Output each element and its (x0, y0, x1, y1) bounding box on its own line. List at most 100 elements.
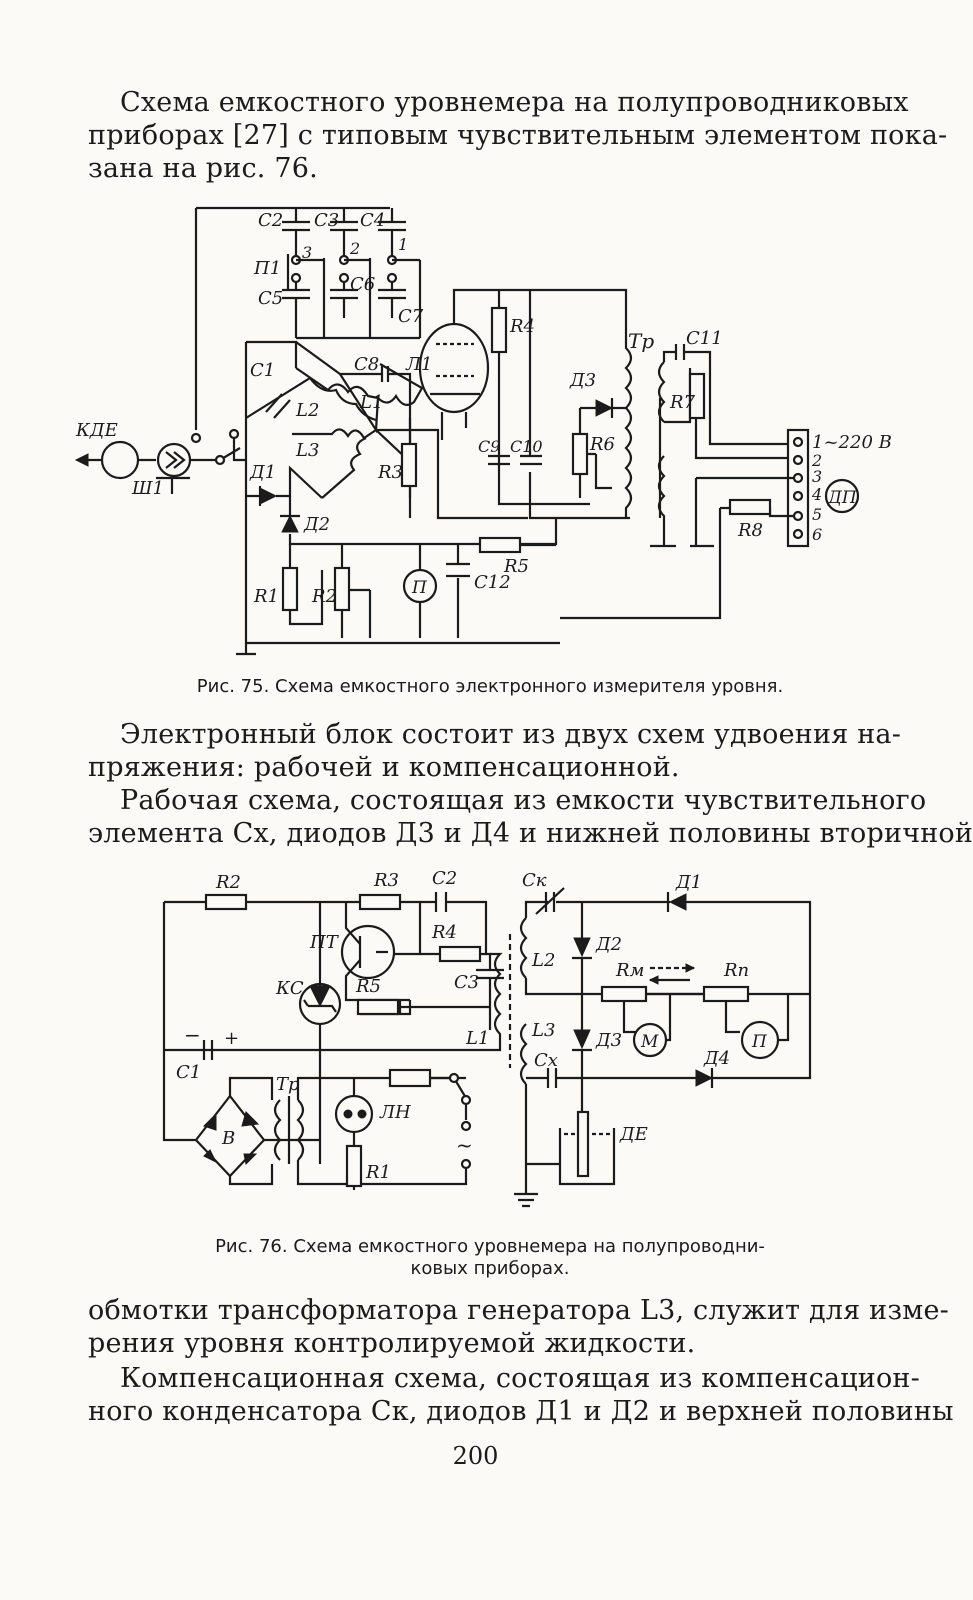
label-c5: C5 (258, 288, 283, 309)
label-d2: Д2 (303, 514, 330, 535)
label-dp: ДП (827, 488, 858, 508)
figure-76-schematic: R2 КС R3 ПТ C2 R4 C3 R5 L1 − + C1 (162, 868, 812, 1208)
motor-m (632, 1022, 668, 1058)
label-de: ДЕ (619, 1124, 648, 1145)
kde-sensor (100, 440, 140, 480)
figure-76-caption: Рис. 76. Схема емкостного уровнемера на … (120, 1236, 860, 1280)
label-ac: ~ (456, 1133, 473, 1157)
text-line: пряжения: рабочей и компенсационной. (88, 752, 680, 783)
label-l3: L3 (295, 440, 319, 461)
label-l1: L1 (359, 392, 383, 413)
label-ln: ЛН (379, 1102, 411, 1123)
lamp-ln (334, 1094, 374, 1134)
caption-line: ковых приборах. (410, 1258, 570, 1279)
label-pt: ПТ (309, 932, 340, 953)
capacitor-bank (282, 208, 422, 340)
label-c6: C6 (350, 274, 375, 295)
label-c1: C1 (176, 1062, 201, 1083)
label-ks: КС (275, 978, 304, 999)
resistor-r1 (345, 1144, 363, 1188)
resistor-r8 (728, 498, 772, 516)
label-c11: C11 (686, 328, 723, 349)
text-line: ного конденсатора Cк, диодов Д1 и Д2 и в… (88, 1396, 954, 1427)
dp-motor-symbol (824, 478, 860, 514)
label-r4: R4 (431, 922, 457, 943)
label-r6: R6 (589, 434, 615, 455)
label-t1: 1~220 В (812, 432, 892, 453)
text-line: обмотки трансформатора генератора L3, сл… (88, 1295, 949, 1326)
resistor-r2 (204, 893, 248, 911)
label-t5: 5 (812, 505, 822, 524)
potentiometer-rm (600, 985, 648, 1003)
label-r4: R4 (509, 316, 535, 337)
sensing-electrode (576, 1110, 590, 1178)
label-sh1: Ш1 (131, 478, 164, 499)
label-r3: R3 (373, 870, 399, 891)
text-line: Схема емкостного уровнемера на полупрово… (120, 87, 909, 118)
label-r1: R1 (365, 1162, 391, 1183)
label-tr: Тр (628, 329, 654, 353)
resistor-r3 (358, 893, 402, 911)
book-page: Схема емкостного уровнемера на полупрово… (74, 86, 973, 1470)
text-line: Рабочая схема, состоящая из емкости чувс… (120, 785, 927, 816)
resistor-r1 (281, 566, 299, 612)
label-rp: Rп (723, 960, 749, 981)
label-minus: − (184, 1023, 201, 1047)
label-r8: R8 (737, 520, 763, 541)
text-line: Компенсационная схема, состоящая из комп… (120, 1363, 920, 1394)
resistor-r6 (571, 432, 589, 476)
vessel (558, 1128, 616, 1186)
label-r7: R7 (669, 392, 696, 413)
resistor-r4 (490, 306, 508, 354)
label-rm: Rм (615, 960, 644, 981)
resistor-r4 (438, 945, 482, 963)
label-c7: C7 (398, 306, 424, 327)
text-line: зана на рис. 76. (88, 153, 318, 184)
label-c2: C2 (432, 868, 457, 889)
terminal-block (786, 428, 810, 548)
label-r5: R5 (503, 556, 529, 577)
label-c9: C9 (478, 437, 500, 456)
label-d4: Д4 (703, 1048, 730, 1069)
paragraph-electronic-block: Электронный блок состоит из двух схем уд… (88, 718, 901, 784)
resistor-r5 (478, 536, 522, 554)
label-sw3: 3 (302, 243, 312, 262)
paragraph-compensation: Компенсационная схема, состоящая из комп… (88, 1362, 954, 1428)
label-lamp: Л1 (405, 354, 432, 375)
meter-p (402, 568, 438, 604)
paragraph-intro: Схема емкостного уровнемера на полупрово… (88, 86, 948, 185)
text-line: рения уровня контролируемой жидкости. (88, 1328, 696, 1359)
label-t4: 4 (811, 485, 822, 504)
label-c3: C3 (454, 972, 479, 993)
label-c2: C2 (258, 210, 283, 231)
label-c8: C8 (354, 354, 379, 375)
label-r3: R3 (377, 462, 403, 483)
figure-75-schematic: C2 C3 C4 3 2 1 П1 C5 C6 C7 C1 L2 L3 L1 C… (74, 206, 892, 656)
label-c4: C4 (360, 210, 385, 231)
label-sw1: 1 (398, 235, 408, 254)
caption-line: Рис. 76. Схема емкостного уровнемера на … (215, 1236, 765, 1257)
label-t3: 3 (812, 467, 822, 486)
label-sw2: 2 (349, 239, 360, 258)
label-plus: + (224, 1028, 239, 1049)
page-number: 200 (452, 1442, 499, 1470)
label-tr: Тр (276, 1074, 300, 1095)
label-l3: L3 (531, 1020, 555, 1041)
resistor-r2 (333, 566, 351, 612)
label-p: П (751, 1032, 768, 1052)
text-line: элемента Cx, диодов Д3 и Д4 и нижней пол… (88, 818, 973, 849)
text-line: приборах [27] с типовым чувствительным э… (88, 120, 948, 151)
label-m: М (640, 1032, 659, 1052)
resistor-r5 (356, 998, 400, 1016)
label-kde: КДЕ (75, 420, 118, 441)
label-r2: R2 (215, 872, 241, 893)
label-d2: Д2 (595, 934, 622, 955)
label-cx: Cx (534, 1050, 558, 1071)
label-d3: Д3 (595, 1030, 622, 1051)
meter-p (740, 1020, 780, 1060)
label-d1: Д1 (249, 462, 276, 483)
resistor-r3 (400, 442, 418, 488)
label-c1: C1 (250, 360, 275, 381)
label-d3: Д3 (569, 370, 596, 391)
paragraph-transformer: обмотки трансформатора генератора L3, сл… (88, 1294, 949, 1360)
